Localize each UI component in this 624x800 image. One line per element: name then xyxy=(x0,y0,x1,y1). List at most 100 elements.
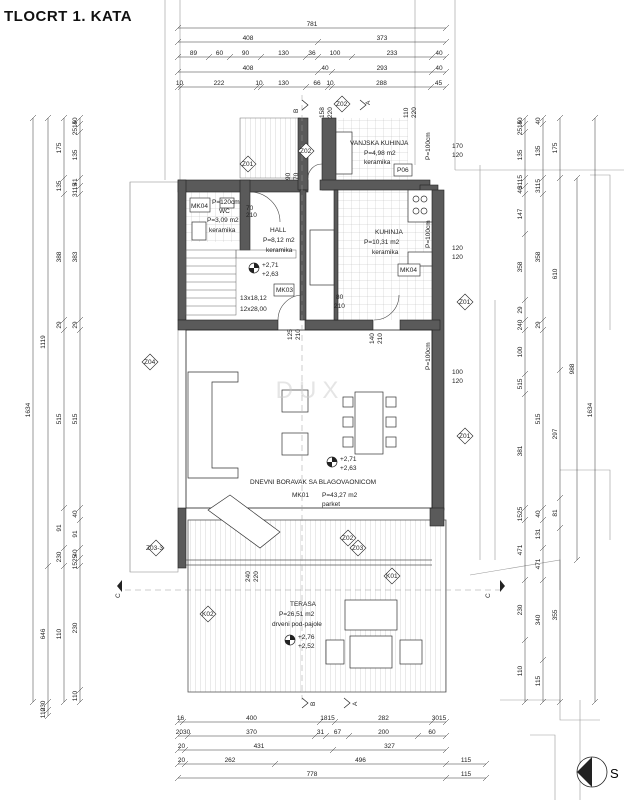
dim-line xyxy=(539,516,547,524)
wc-floor: keramika xyxy=(209,227,236,234)
level-markers: +2,71 +2,63 +2,71 +2,63 +2,76 +2,52 xyxy=(248,262,357,650)
dim-line xyxy=(328,83,336,91)
compass: S xyxy=(576,756,619,788)
dim-line xyxy=(482,774,490,782)
dim-top-r5-5: 10 xyxy=(326,80,334,87)
opening-notes: P=100cm P=100cm P=100cm 80 210 125 210 1… xyxy=(245,107,463,582)
note-d210c: 210 xyxy=(377,333,384,344)
dim-line xyxy=(442,732,450,740)
dnevni-area: P=43,27 m2 xyxy=(322,492,358,499)
tag-z02a: Z02 xyxy=(300,148,312,155)
note-d210: 210 xyxy=(334,303,345,310)
wc-dims2: 210 xyxy=(246,212,257,219)
dim-line xyxy=(539,114,547,122)
dim-line xyxy=(179,718,187,726)
hall-area: P=8,12 m2 xyxy=(263,237,295,244)
dim-left-c1-11: 1525 xyxy=(72,554,79,569)
dim-line xyxy=(60,174,68,182)
room-labels: VANJSKA KUHINJA P=4,98 m2 keramika P=120… xyxy=(207,140,409,628)
tag-z01a: Z01 xyxy=(242,161,254,168)
dim-top-r4-2: 293 xyxy=(377,65,388,72)
dim-line xyxy=(205,53,213,61)
dim-line xyxy=(521,636,529,644)
dim-line xyxy=(428,68,436,76)
dim-line xyxy=(302,83,310,91)
note-d210b: 210 xyxy=(295,329,302,340)
terasa-floor: drveni pod-pajole xyxy=(272,621,322,628)
dim-right-c2-8: 471 xyxy=(535,558,542,569)
note-d80: 80 xyxy=(336,294,344,301)
dim-right-c4-0: 988 xyxy=(569,363,576,374)
dim-top-r5-2: 10 xyxy=(255,80,263,87)
section-b-bottom: B xyxy=(310,702,317,706)
dim-right-c1-1: 2515 xyxy=(517,120,524,135)
dim-line xyxy=(556,698,564,706)
dim-line xyxy=(76,504,84,512)
dim-left-c2-0: 175 xyxy=(56,142,63,153)
dim-line xyxy=(174,53,182,61)
dim-line xyxy=(556,366,564,374)
dim-left-c1-10: 40 xyxy=(72,549,79,557)
dim-line xyxy=(521,182,529,190)
note-d220c: 220 xyxy=(253,571,260,582)
dim-right-c2-3: 358 xyxy=(535,251,542,262)
dim-line xyxy=(60,316,68,324)
dim-line xyxy=(521,174,529,182)
dim-line xyxy=(44,712,52,720)
note-p100c: P=100cm xyxy=(425,342,432,370)
dim-line xyxy=(539,576,547,584)
dim-line xyxy=(521,296,529,304)
dim-top-r2-1: 373 xyxy=(377,35,388,42)
element-tag-labels: Z01 Z02 Z02 Z01 Z01 Z04 Z03-3 Z02 Z03 K0… xyxy=(144,101,471,618)
tag-mk03: MK03 xyxy=(276,287,293,294)
dim-right-c2-7: 131 xyxy=(535,528,542,539)
dim-line xyxy=(539,190,547,198)
dim-line xyxy=(60,562,68,570)
dim-line xyxy=(414,732,422,740)
dim-line xyxy=(539,316,547,324)
dim-left-c1-6: 29 xyxy=(72,321,79,329)
dim-top-r4-1: 40 xyxy=(321,65,329,72)
dim-line xyxy=(60,190,68,198)
dim-right-c1-14: 230 xyxy=(517,604,524,615)
dim-line xyxy=(442,746,450,754)
dim-line xyxy=(76,114,84,122)
dim-top-r2-0: 408 xyxy=(243,35,254,42)
dim-line xyxy=(76,544,84,552)
tag-z0303: Z03-3 xyxy=(146,545,163,552)
dim-bottom-r3-1: 431 xyxy=(254,743,265,750)
dim-right-c2-0: 40 xyxy=(535,117,542,125)
tag-k01: K01 xyxy=(386,573,398,580)
dim-line xyxy=(427,83,435,91)
note-d90: 90 xyxy=(285,172,292,180)
note-d125: 125 xyxy=(287,329,294,340)
dim-right-c1-0: 40 xyxy=(517,117,524,125)
dim-line xyxy=(174,24,182,32)
dim-line xyxy=(76,316,84,324)
vanjska-kuhinja-name: VANJSKA KUHINJA xyxy=(350,140,409,147)
dim-top-r5-7: 45 xyxy=(435,80,443,87)
dim-line xyxy=(573,556,581,564)
dim-bottom-r3-0: 20 xyxy=(178,743,186,750)
dim-line xyxy=(442,718,450,726)
dim-left-c1-3: 41 xyxy=(72,178,79,186)
dim-line xyxy=(76,686,84,694)
dnevni-code: MK01 xyxy=(292,492,309,499)
dim-right-c1-9: 100 xyxy=(517,346,524,357)
dim-right-c1-4: 46 xyxy=(517,186,524,194)
dim-line xyxy=(60,504,68,512)
dim-line xyxy=(539,326,547,334)
note-d240: 240 xyxy=(245,571,252,582)
dim-line xyxy=(174,732,182,740)
dim-bottom-r5-1: 115 xyxy=(461,771,472,778)
dim-line xyxy=(44,706,52,714)
dim-line xyxy=(442,760,450,768)
stairs-a: 13x18,12 xyxy=(240,295,267,302)
dim-left-c1-4: 3115 xyxy=(72,183,79,197)
dim-left-c1-7: 515 xyxy=(72,413,79,424)
dim-top-r4-3: 40 xyxy=(435,65,443,72)
level-hall-b: +2,63 xyxy=(262,271,279,278)
dim-line xyxy=(521,576,529,584)
dim-bottom-r2-2: 31 xyxy=(317,729,325,736)
